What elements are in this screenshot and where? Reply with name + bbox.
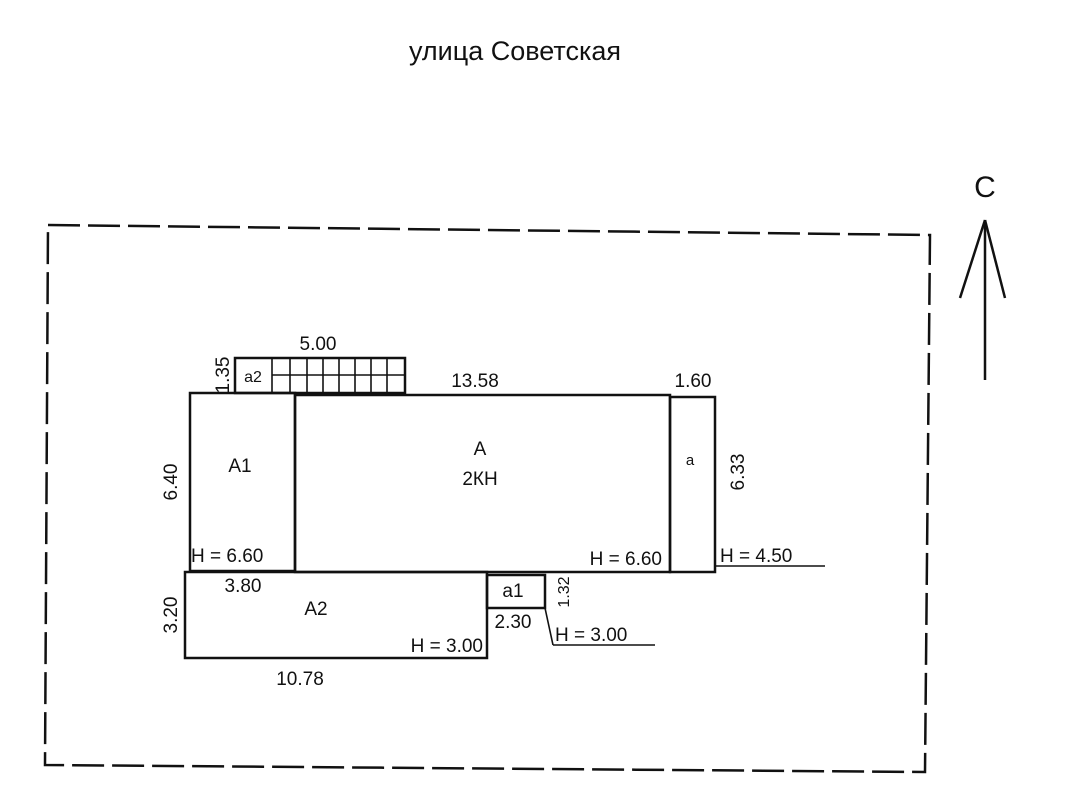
room-label-A1: А1 [228,456,251,477]
dim-main-length: 13.58 [451,371,499,392]
room-A1 [188,391,297,573]
height-a: Н = 4.50 [720,546,792,567]
room-a [668,395,717,574]
street-name: улица Советская [409,36,621,66]
north-label: С [974,171,996,204]
room-label-a2: а2 [244,369,262,386]
dim-a2-width: 3.80 [225,576,262,597]
dim-porch-depth: 1.35 [213,357,234,394]
dim-a2-height: 3.20 [161,597,182,634]
room-label-A: А [474,439,487,460]
room-label-a: а [686,452,695,469]
height-A2: Н = 3.00 [411,636,483,657]
room-label-a1: а1 [502,581,523,602]
dim-a1-depth: 1.32 [556,576,573,607]
dim-bottom-length: 10.78 [276,669,324,690]
dim-a1-width: 2.30 [495,612,532,633]
dim-right-height: 6.33 [728,454,749,491]
dim-annex-width: 1.60 [675,371,712,392]
room-A2 [183,570,489,660]
room-label-A2: А2 [304,599,327,620]
plot-boundary [43,223,932,774]
room-label-A-sub: 2КН [462,469,497,490]
north-arrow: С [958,171,1007,380]
porch-a2: а2 [233,356,407,395]
height-A: Н = 6.60 [590,549,662,570]
height-a1: Н = 3.00 [555,625,627,646]
room-a1 [485,573,547,610]
height-A1: Н = 6.60 [191,546,263,567]
dim-porch-width: 5.00 [300,334,337,355]
dim-left-height: 6.40 [161,464,182,501]
